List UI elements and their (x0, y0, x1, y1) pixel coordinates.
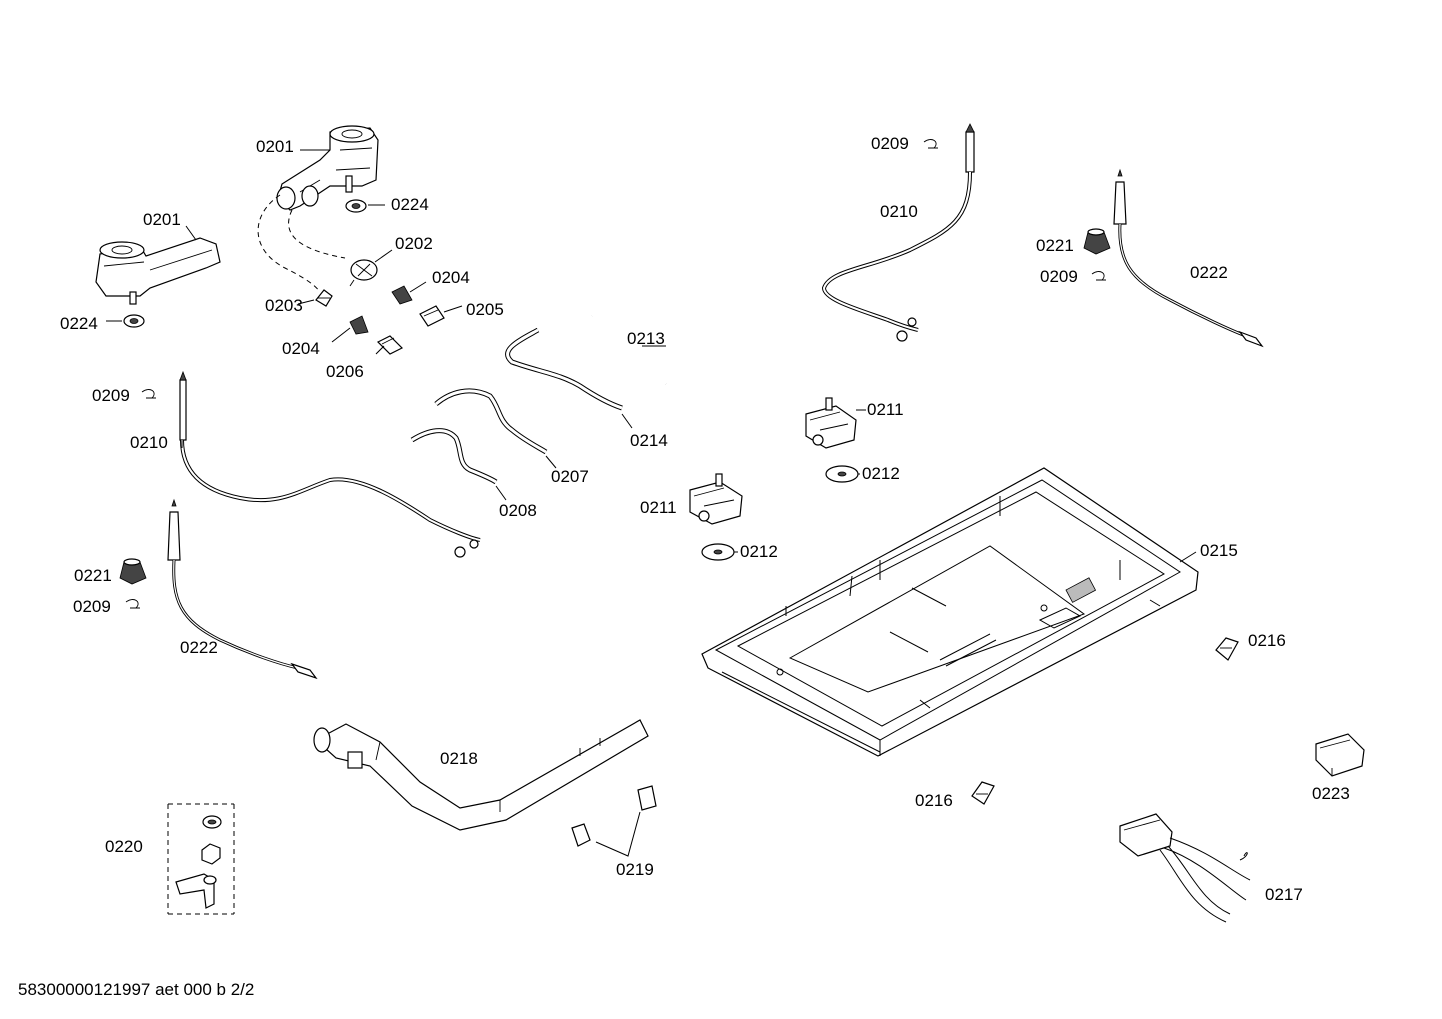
part-0216-clip-bottom (971, 781, 995, 805)
label-0208: 0208 (499, 501, 537, 520)
label-0218: 0218 (440, 749, 478, 768)
label-0217: 0217 (1265, 885, 1303, 904)
label-0220: 0220 (105, 837, 143, 856)
part-0213-pipe (566, 314, 668, 386)
label-0214: 0214 (630, 431, 668, 450)
part-0208-pipe (410, 428, 507, 501)
label-0210-left: 0210 (130, 433, 168, 452)
part-0202-clip (349, 249, 393, 287)
part-0201-burner-upper (276, 125, 379, 211)
document-footer-code: 58300000121997 aet 000 b 2/2 (18, 980, 255, 999)
part-0214-pipe (505, 327, 633, 429)
part-0211-valve-left (689, 473, 743, 525)
label-0216-right: 0216 (1248, 631, 1286, 650)
part-0205-injector (419, 305, 463, 327)
label-0211-left: 0211 (640, 498, 677, 517)
label-0204-lower: 0204 (282, 339, 320, 358)
label-0209-left-2: 0209 (73, 597, 111, 616)
label-0209-left: 0209 (92, 386, 130, 405)
label-0224-upper: 0224 (391, 195, 429, 214)
part-0224-washer-left (106, 314, 145, 328)
label-0201-upper: 0201 (256, 137, 294, 156)
part-0204-nozzle-b (331, 315, 369, 343)
part-0201-burner-left (95, 237, 221, 305)
part-0209-clip-left-2 (125, 599, 140, 609)
part-0207-pipe (434, 388, 557, 469)
label-0209-right-2: 0209 (1040, 267, 1078, 286)
part-0223-block (1315, 733, 1365, 777)
leader-lines (181, 149, 1197, 563)
label-0224-left: 0224 (60, 314, 98, 333)
part-0224-washer-upper (345, 199, 385, 213)
label-0216-bottom: 0216 (915, 791, 953, 810)
label-0221-right: 0221 (1036, 236, 1074, 255)
part-0212-disc-right (825, 465, 859, 483)
label-0221-left: 0221 (74, 566, 112, 585)
part-0210-thermocouple-left (179, 370, 481, 558)
part-0215-bottom-tray (701, 467, 1199, 757)
label-0204-upper: 0204 (432, 268, 470, 287)
part-0218-gas-rail (313, 719, 649, 831)
part-0219-clip-a (571, 823, 591, 847)
label-0212-left: 0212 (740, 542, 778, 561)
label-0211-right: 0211 (867, 400, 904, 419)
part-0221-spring-left (119, 558, 147, 585)
part-0220-fittings (167, 803, 235, 915)
part-0209-clip-left (141, 389, 156, 399)
part-0217-ignition-module (1119, 813, 1251, 923)
label-0202: 0202 (395, 234, 433, 253)
part-0211-valve-right (805, 397, 857, 449)
leader-0219 (595, 811, 641, 857)
part-0206-injector (376, 335, 404, 355)
part-0204-nozzle-a (391, 281, 427, 305)
part-0216-clip-right (1215, 637, 1239, 661)
label-0213: 0213 (627, 329, 665, 348)
label-0222-left: 0222 (180, 638, 218, 657)
part-0203-clip (315, 289, 333, 307)
label-0222-right: 0222 (1190, 263, 1228, 282)
part-0210-thermocouple-right (821, 123, 975, 342)
hose-dashed-line-2 (288, 209, 346, 259)
part-0222-electrode-left (167, 498, 318, 680)
label-0206: 0206 (326, 362, 364, 381)
label-0205: 0205 (466, 300, 504, 319)
part-0209-clip-right-2 (1091, 271, 1106, 281)
label-0223: 0223 (1312, 784, 1350, 803)
part-0212-disc-left (701, 543, 735, 561)
label-0219: 0219 (616, 860, 654, 879)
label-0209-right: 0209 (871, 134, 909, 153)
part-0209-clip-right (923, 139, 938, 149)
label-0215: 0215 (1200, 541, 1238, 560)
part-0221-spring-right (1083, 228, 1111, 255)
label-0212-right: 0212 (862, 464, 900, 483)
label-0203: 0203 (265, 296, 303, 315)
part-0222-electrode-right (1113, 168, 1264, 348)
part-0219-clip-b (637, 785, 657, 811)
label-0201-left: 0201 (143, 210, 181, 229)
label-0210-right: 0210 (880, 202, 918, 221)
label-0207: 0207 (551, 467, 589, 486)
